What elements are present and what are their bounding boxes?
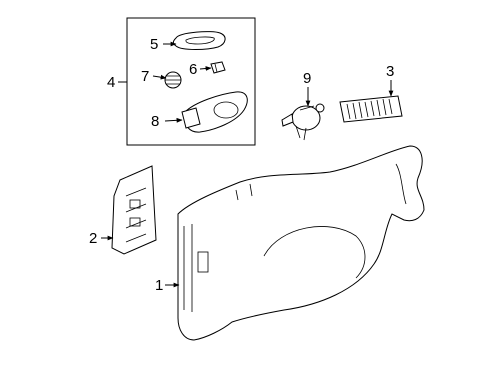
part-quarter-panel <box>177 145 425 341</box>
leader-lines <box>101 41 394 288</box>
callout-4: 4 <box>107 74 116 91</box>
callout-5: 5 <box>150 36 159 53</box>
part-actuator <box>281 103 325 141</box>
callout-7: 7 <box>141 68 150 85</box>
part-inner-bracket <box>111 165 157 255</box>
part-bumper <box>164 71 182 89</box>
part-fuel-door <box>181 91 248 133</box>
callout-8: 8 <box>151 113 160 130</box>
part-pin <box>210 61 226 74</box>
callout-6: 6 <box>189 61 198 78</box>
part-vent-grille <box>339 95 403 123</box>
callout-3: 3 <box>386 63 395 80</box>
part-hinge-housing <box>172 31 226 50</box>
callout-1: 1 <box>155 277 164 294</box>
callout-9: 9 <box>303 70 312 87</box>
callout-2: 2 <box>89 230 98 247</box>
